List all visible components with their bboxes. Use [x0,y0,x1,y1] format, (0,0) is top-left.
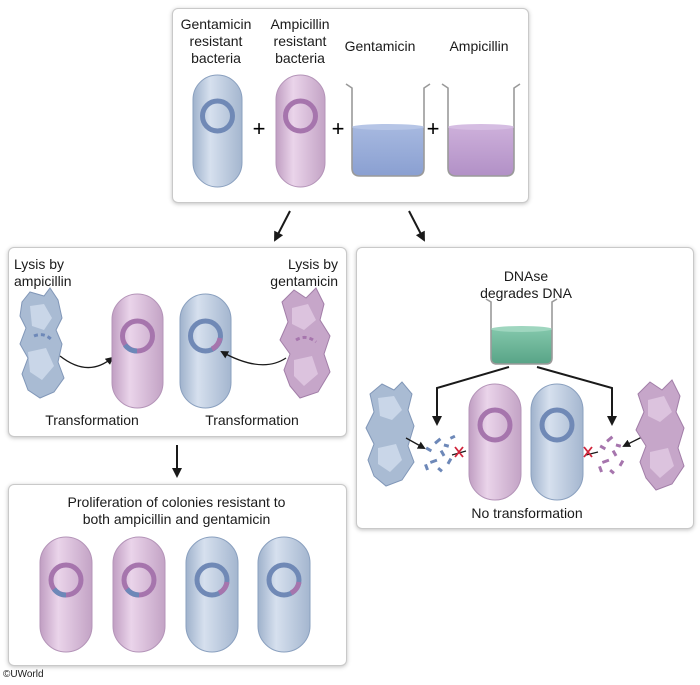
dna-release-arrow-left [405,437,426,449]
ampicillin-plasmid-icon [283,98,318,134]
blocked-path-right [585,451,599,456]
lysed-blue-cell-left [19,287,65,399]
transformation-arrow-left [59,355,114,369]
dnase-arrow-left [432,366,510,426]
copyright-label: ©UWorld [3,669,44,680]
transformation-arrow-right [220,351,287,366]
ampicillin-resistant-cell [275,74,326,188]
degraded-dna-fragments-blue [424,434,456,473]
colony-cell-1 [39,536,93,653]
ampicillin-label: Ampicillin [449,38,509,54]
dnase-label: DNAse degrades DNA [480,268,572,301]
ampicillin-resistant-bacteria-label: Ampicillin resistant bacteria [270,16,330,66]
transformation-left-label: Transformation [45,412,139,428]
plus-sign-3: + [427,116,440,141]
no-transformation-label: No transformation [471,505,583,521]
dnase-beaker-icon [485,298,558,365]
gentamicin-resistant-cell [192,74,243,188]
blue-cell-right [530,383,584,501]
colony-cell-4 [257,536,311,653]
gentamicin-resistant-bacteria-label: Gentamicin resistant bacteria [180,16,252,66]
lysed-blue-cell-right [365,381,415,487]
colony-cell-3 [185,536,239,653]
plus-sign-1: + [253,116,266,141]
transformation-right-label: Transformation [205,412,299,428]
blocked-x-icon-left [454,446,464,458]
lysed-pink-cell-left [279,287,331,399]
colony-cell-2 [112,536,166,653]
transformed-pink-cell-left [111,293,164,409]
gentamicin-beaker-icon [345,83,431,177]
lysis-by-gentamicin-label: Lysis by gentamicin [270,256,338,289]
blocked-x-icon-right [583,446,593,458]
gentamicin-label: Gentamicin [344,38,416,54]
arrow-to-right-panel [408,210,425,242]
lysed-pink-cell-right [635,379,685,491]
lysis-by-ampicillin-label: Lysis by ampicillin [14,256,72,289]
gentamicin-plasmid-icon [200,98,235,134]
pink-cell-right [468,383,522,501]
ampicillin-beaker-icon [441,83,521,177]
dnase-arrow-right [536,366,617,426]
arrow-to-left-panel [274,210,291,242]
proliferation-label: Proliferation of colonies resistant to b… [67,494,286,527]
transformed-blue-cell-left [179,293,232,409]
plus-sign-2: + [332,116,345,141]
degraded-dna-fragments-pink [598,435,625,475]
right-panel [356,247,694,529]
